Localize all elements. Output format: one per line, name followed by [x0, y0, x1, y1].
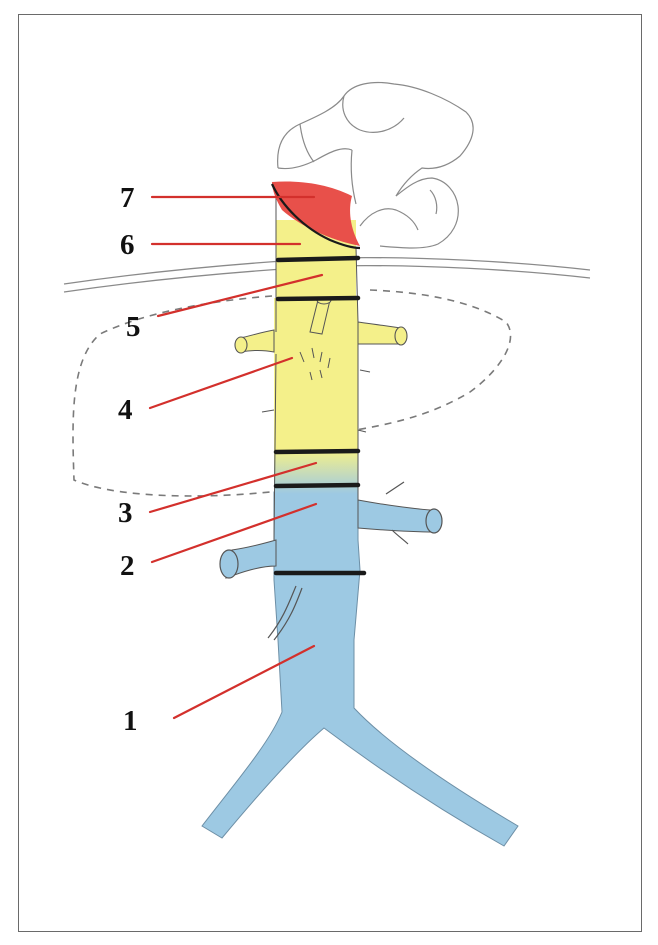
- infrarenal-segment: [202, 482, 518, 846]
- segment-5-label: 5: [126, 311, 141, 343]
- segment-3-label: 3: [118, 497, 133, 529]
- leader-line-4: [150, 358, 292, 408]
- hepatic-vein-left-opening: [235, 337, 247, 353]
- segment-1-label: 1: [123, 705, 138, 737]
- renal-vein-left-opening: [220, 550, 238, 578]
- segment-6-label: 6: [120, 229, 135, 261]
- segment-2-label: 2: [120, 550, 135, 582]
- segment-labels: 7 6 5 4 3 2 1: [118, 182, 141, 737]
- renal-vein-right-opening: [426, 509, 442, 533]
- segment-7-label: 7: [120, 182, 135, 214]
- hepatic-segment: [235, 296, 407, 452]
- segment-4-label: 4: [118, 394, 133, 426]
- hepatic-vein-right-opening: [395, 327, 407, 345]
- renal-vein-right: [358, 500, 434, 532]
